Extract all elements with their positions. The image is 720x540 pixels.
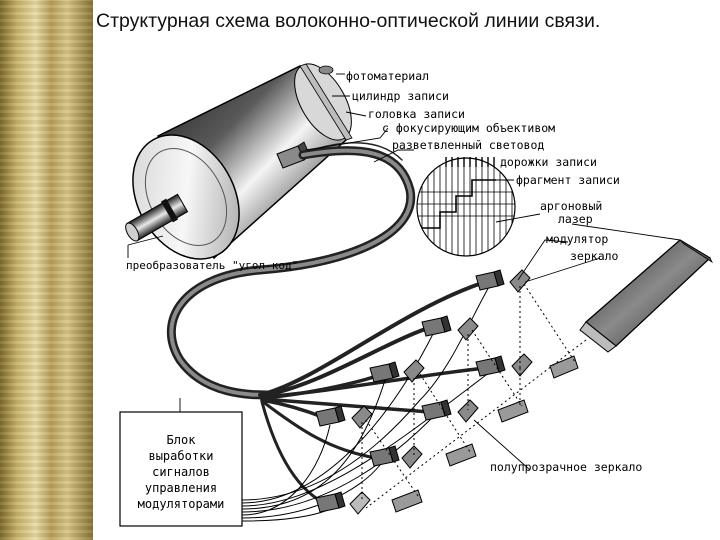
label-branched-fiber: разветвленный световод	[392, 138, 544, 152]
modulator-8	[315, 491, 346, 513]
slide-title: Структурная схема волоконно-оптической л…	[96, 10, 601, 32]
modulator-7	[369, 445, 400, 467]
semi-transparent-mirrors	[391, 355, 579, 513]
modulator-6	[315, 405, 346, 427]
control-block: Блок выработки сигналов управления модул…	[119, 411, 243, 527]
modulator-4	[369, 361, 400, 383]
recording-cylinder	[125, 63, 353, 260]
modulators	[315, 269, 506, 513]
label-semi-transparent-mirror: полупрозрачное зеркало	[490, 460, 642, 474]
control-block-line-1: Блок	[167, 433, 197, 447]
label-tracks: дорожки записи	[500, 155, 597, 169]
modulator-3	[475, 355, 506, 377]
leader-lines	[127, 73, 681, 471]
modulator-2	[421, 315, 452, 337]
label-laser-line1: аргоновый	[540, 199, 602, 213]
modulator-1	[475, 269, 505, 291]
label-cylinder: цилиндр записи	[352, 89, 449, 103]
argon-laser	[579, 239, 714, 353]
track-markers	[445, 157, 495, 167]
modulator-5	[421, 399, 452, 421]
label-modulator: модулятор	[546, 232, 608, 246]
labels: фотоматериал цилиндр записи головка запи…	[126, 69, 642, 474]
branched-fiber-cable	[166, 142, 487, 507]
label-head-line2: с фокусирующим объективом	[382, 121, 555, 135]
label-fragment: фрагмент записи	[516, 173, 620, 187]
label-mirror: зеркало	[570, 249, 619, 263]
laser-beam-paths	[361, 283, 587, 509]
control-block-line-5: модуляторами	[138, 497, 225, 511]
label-angle-code-converter: преобразователь "угол-код"	[126, 259, 298, 272]
decorative-side-strip	[0, 0, 93, 540]
label-head-line1: головка записи	[368, 107, 465, 121]
mirrors	[349, 269, 533, 515]
control-block-line-4: управления	[145, 481, 217, 495]
control-block-line-3: сигналов	[152, 465, 210, 479]
label-laser-line2: лазер	[558, 212, 593, 226]
label-photomaterial: фотоматериал	[346, 69, 429, 83]
control-block-line-2: выработки	[148, 449, 213, 463]
